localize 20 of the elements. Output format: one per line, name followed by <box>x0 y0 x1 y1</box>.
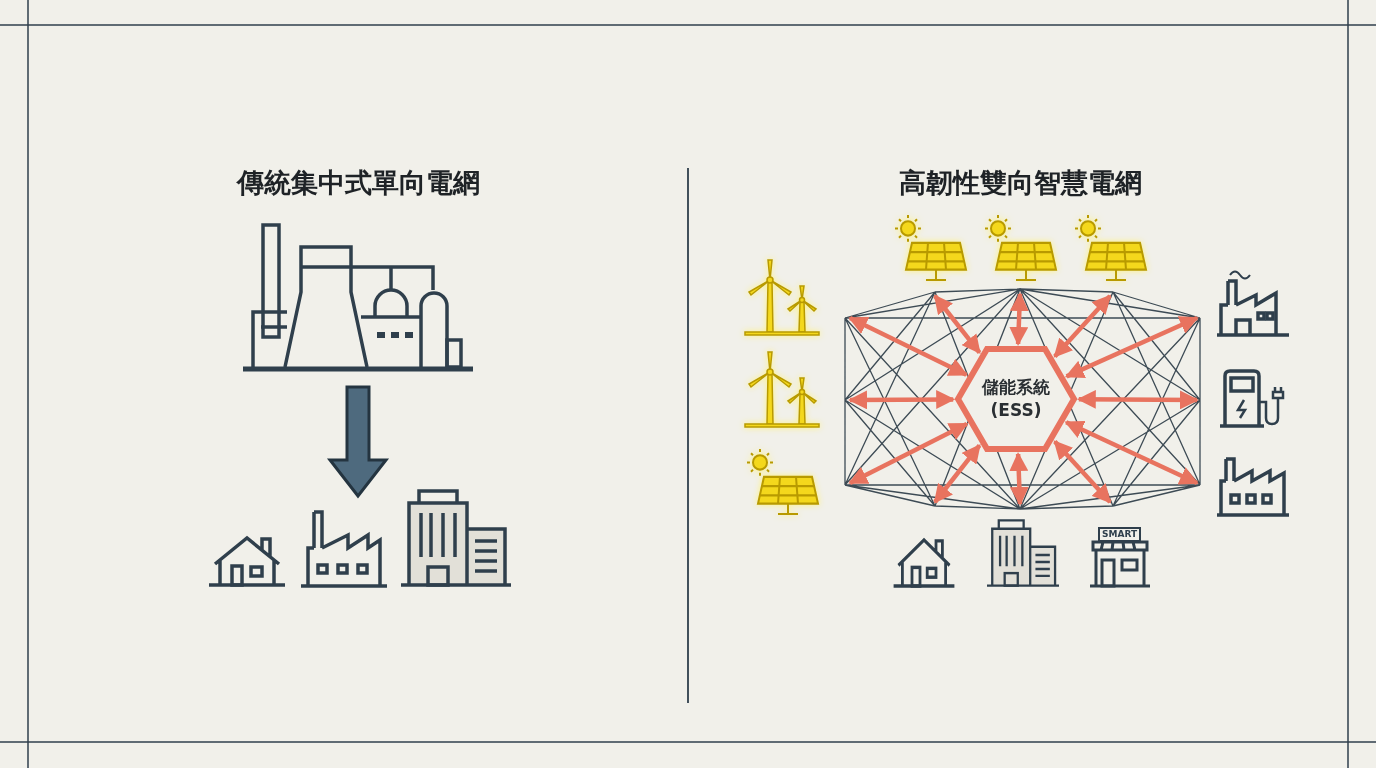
section-heading: 傳統集中式單向電網 <box>236 166 480 200</box>
double-arrow <box>933 294 982 355</box>
double-arrow <box>1053 440 1112 504</box>
double-arrow <box>933 443 982 504</box>
double-arrow <box>1076 389 1199 410</box>
double-arrow <box>848 421 969 485</box>
node-label: 儲能系統 (ESS) <box>981 376 1051 422</box>
double-arrow <box>848 390 956 410</box>
double-arrow <box>848 315 968 377</box>
block-arrow <box>326 385 390 499</box>
double-arrow <box>1009 452 1029 506</box>
factory-icon <box>300 510 388 588</box>
double-arrow <box>1064 420 1199 486</box>
double-arrow <box>1009 292 1029 346</box>
office-building-icon <box>401 489 511 587</box>
section-heading: 高韌性雙向智慧電網 <box>898 166 1142 200</box>
double-arrow <box>1053 294 1112 358</box>
double-arrow <box>1064 315 1199 379</box>
shop-sign: SMART <box>1098 527 1142 542</box>
power-plant-icon <box>243 222 473 372</box>
